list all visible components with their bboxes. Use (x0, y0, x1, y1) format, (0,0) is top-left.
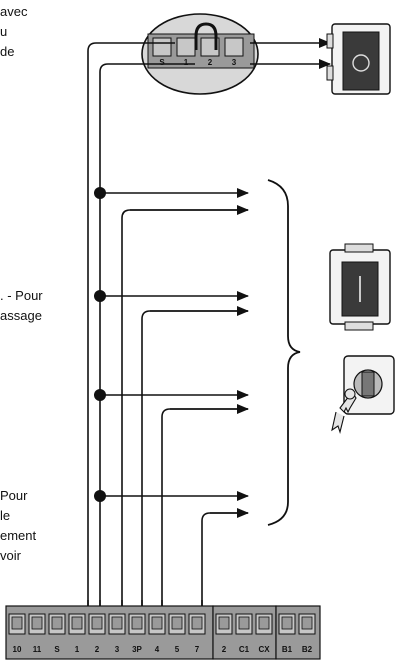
terminal-screw (91, 616, 103, 630)
wire-7 (201, 512, 248, 615)
terminal-screw (281, 616, 293, 630)
terminal-screw (171, 616, 183, 630)
terminal-screw (301, 616, 313, 630)
text-bottom-3: ement (0, 528, 37, 543)
terminal-label: 4 (155, 645, 160, 654)
text-bottom-2: le (0, 508, 11, 523)
main-terminal-block: 10 11 S 1 2 3 3P 4 5 7 2 C1 CX B1 B2 (5, 605, 321, 660)
text-top-1: avec (0, 4, 28, 19)
terminal-label: 11 (33, 645, 42, 654)
terminal-label: 3 (115, 645, 120, 654)
text-bottom-4: voir (0, 548, 21, 563)
wire-3 (121, 209, 248, 615)
terminal-label: 5 (175, 645, 180, 654)
grouping-brace (267, 179, 301, 526)
top-terminal-label: 2 (208, 58, 213, 67)
top-terminal-label: S (159, 58, 165, 67)
terminal-label: B2 (302, 645, 313, 654)
terminal-screw (51, 616, 63, 630)
terminal-screw (238, 616, 250, 630)
terminal-screw (11, 616, 23, 630)
wire-3p (141, 310, 248, 615)
terminal-label: 2 (95, 645, 100, 654)
terminal-label: 3P (132, 645, 142, 654)
terminal-label: 1 (75, 645, 80, 654)
terminal-label: 2 (222, 645, 227, 654)
stop-button-icon (326, 23, 391, 95)
top-terminal-label: 1 (184, 58, 189, 67)
top-terminal-connector: S 1 2 3 (141, 13, 259, 95)
terminal-label: S (54, 645, 60, 654)
wire-4 (161, 408, 248, 615)
terminal-screw (191, 616, 203, 630)
terminal-label: 7 (195, 645, 200, 654)
key-selector-icon (331, 355, 395, 434)
top-terminal-slot (224, 37, 244, 57)
terminal-label: B1 (282, 645, 293, 654)
terminal-label: C1 (239, 645, 250, 654)
top-terminal-slot (176, 37, 196, 57)
terminal-screw (258, 616, 270, 630)
top-terminal-label: 3 (232, 58, 237, 67)
text-middle-1: . - Pour (0, 288, 43, 303)
terminal-screw (71, 616, 83, 630)
terminal-screw (131, 616, 143, 630)
wire-s (87, 42, 175, 615)
terminal-screw (111, 616, 123, 630)
text-top-3: de (0, 44, 15, 59)
terminal-screw (31, 616, 43, 630)
text-middle-2: assage (0, 308, 42, 323)
terminal-screw (218, 616, 230, 630)
branch-arrows (83, 38, 331, 623)
terminal-label: 10 (13, 645, 22, 654)
terminal-label: CX (258, 645, 270, 654)
text-top-2: u (0, 24, 8, 39)
wire-1 (99, 63, 195, 615)
junction-dots (94, 187, 106, 502)
terminal-screw (151, 616, 163, 630)
text-bottom-1: Pour (0, 488, 28, 503)
push-button-icon (329, 243, 391, 331)
top-terminal-slot (152, 37, 172, 57)
wire-lines (87, 42, 248, 615)
jumper-wire (194, 22, 218, 50)
